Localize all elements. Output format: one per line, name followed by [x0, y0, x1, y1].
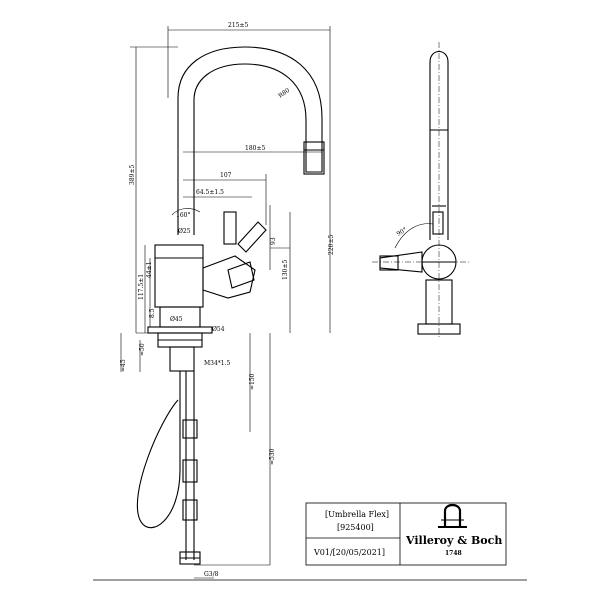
villeroy-boch-logo-icon — [438, 503, 467, 528]
dim-spout-reach: 180±5 — [245, 145, 265, 152]
faucet-body — [154, 244, 204, 308]
dim-hose-length: ≈530 — [269, 448, 276, 465]
dim-arc-radius: R80 — [277, 87, 291, 100]
spout-nozzle — [303, 141, 325, 175]
dim-body-height: 117.5±1 — [138, 274, 145, 300]
brand-name: Villeroy & Boch — [405, 534, 502, 547]
pull-out-hose — [136, 371, 181, 529]
lever-handle — [202, 255, 256, 299]
dim-handle-height: 93 — [270, 237, 277, 245]
dim-handle-rotation: 160° — [176, 212, 190, 219]
front-view — [136, 46, 325, 565]
side-spout — [429, 50, 449, 240]
dimension-labels: 215±5 R80 180±5 107 64.5±1.5 160° Ø25 38… — [120, 22, 335, 578]
dim-overall-height: 389±5 — [129, 165, 136, 185]
dim-base-diameter: Ø45 — [170, 316, 183, 323]
dim-overall-width: 215±5 — [228, 22, 248, 29]
dim-side-rotation: 90° — [396, 226, 409, 237]
brand-year: 1748 — [445, 550, 462, 557]
dim-body-lower: 44±1 — [146, 262, 153, 278]
dim-connector-size: G3/8 — [204, 571, 219, 578]
dim-base-step: 8.5 — [149, 308, 156, 318]
side-view — [379, 50, 461, 335]
dim-spout-height: 220±5 — [328, 235, 335, 255]
dim-body-diameter: Ø25 — [178, 228, 191, 235]
dim-thread-size: M34*1.5 — [204, 360, 231, 367]
revision-date: V01/[20/05/2021] — [313, 548, 385, 557]
dim-below-deck: ≈45 — [120, 359, 127, 372]
dim-mount-diameter: Ø54 — [212, 326, 225, 333]
dim-handle-offset: 64.5±1.5 — [196, 189, 224, 196]
dimension-lines — [120, 26, 331, 579]
article-number: [925400] — [337, 523, 374, 532]
dim-under-depth: ≈50 — [139, 343, 146, 356]
dim-handle-travel: 130±5 — [282, 260, 289, 280]
title-block: [Umbrella Flex] [925400] V01/[20/05/2021… — [305, 502, 507, 566]
centerlines — [372, 42, 470, 338]
dim-handle-reach: 107 — [220, 172, 232, 179]
spout-outline — [177, 46, 323, 235]
dim-shank-length: ≈150 — [249, 373, 256, 390]
product-name: [Umbrella Flex] — [325, 510, 389, 519]
